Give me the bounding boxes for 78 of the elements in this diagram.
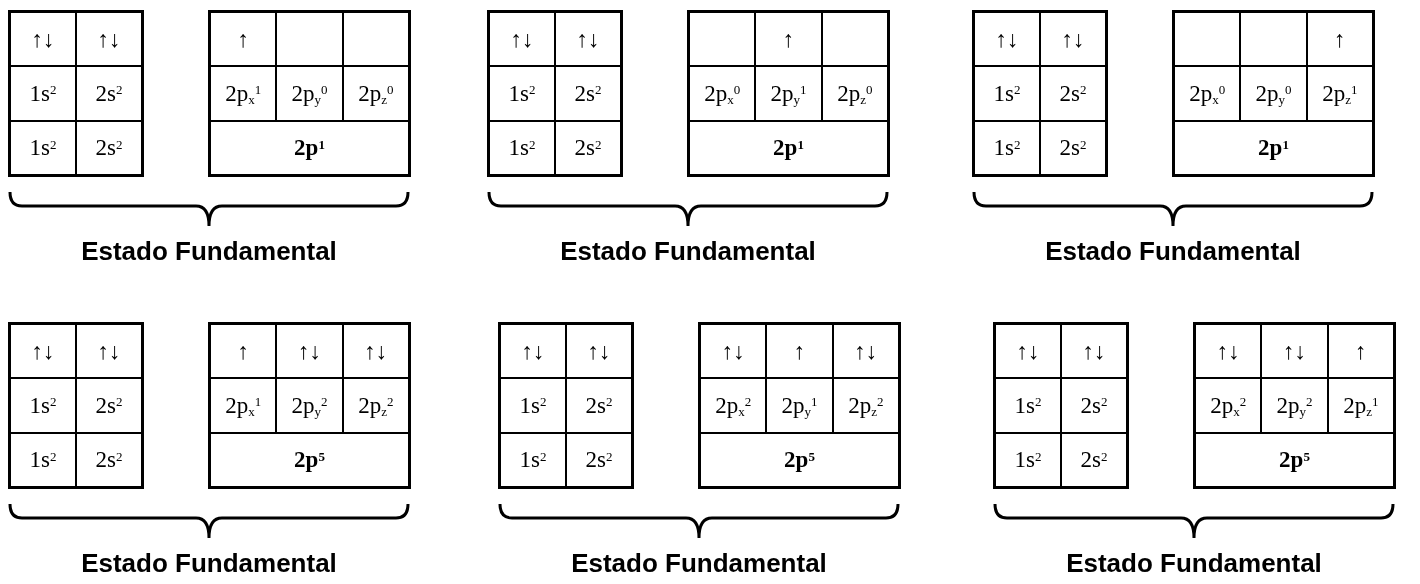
empty-orbital-cell [1174,12,1241,67]
orbital-cell: 2p$^{1}$ [689,120,888,175]
orbital-cell: 2s$^{2}$ [1061,378,1127,433]
orbital-cell: 1s$^{2}$ [974,120,1040,175]
orbital-table [1193,322,1396,489]
orbital-cell: 1s$^{2}$ [974,66,1040,121]
orbital-cell: 1s$^{2}$ [489,66,555,121]
orbital-cell: ↑↓ [76,324,142,379]
orbital-table [208,322,411,489]
orbital-cell: 2p$^{5}$ [210,432,409,487]
orbital-cell: 2s$^{2}$ [1061,432,1127,487]
state-label: Estado Fundamental [80,235,338,268]
orbital-cell: 2p$^{5}$ [1195,432,1394,487]
orbital-cell: ↑ [1306,12,1373,67]
orbital-table [687,10,890,177]
orbital-cell: 1s$^{2}$ [10,120,76,175]
orbital-cell: ↑↓ [10,12,76,67]
orbital-cell: ↑↓ [276,324,343,379]
state-label: Estado Fundamental [1044,235,1302,268]
orbital-cell: ↑↓ [974,12,1040,67]
state-label: Estado Fundamental [559,235,817,268]
orbital-table [8,322,144,489]
empty-orbital-cell [276,12,343,67]
orbital-table [972,10,1108,177]
orbital-table [1172,10,1375,177]
orbital-cell: 1s$^{2}$ [995,378,1061,433]
orbital-cell: 2s$^{2}$ [76,120,142,175]
empty-orbital-cell [342,12,409,67]
orbital-cell: ↑↓ [1261,324,1328,379]
orbital-cell: 2p$^{1}$ [1174,120,1373,175]
empty-orbital-cell [1240,12,1307,67]
orbital-cell: 1s$^{2}$ [10,378,76,433]
orbital-cell: ↑↓ [566,324,632,379]
orbital-cell: ↑↓ [76,12,142,67]
orbital-cell: ↑↓ [700,324,767,379]
orbital-cell: ↑↓ [995,324,1061,379]
orbital-table [487,10,623,177]
orbital-cell: ↑↓ [1195,324,1262,379]
orbital-cell: 1s$^{2}$ [500,432,566,487]
orbital-cell: 2s$^{2}$ [555,66,621,121]
orbital-cell: 1s$^{2}$ [489,120,555,175]
orbital-cell: 2s$^{2}$ [76,66,142,121]
orbital-cell: ↑ [210,12,277,67]
orbital-cell: ↑↓ [489,12,555,67]
orbital-cell: 2s$^{2}$ [566,432,632,487]
orbital-cell: ↑↓ [1061,324,1127,379]
orbital-table [8,10,144,177]
orbital-table [208,10,411,177]
orbital-table [993,322,1129,489]
orbital-cell: 2s$^{2}$ [566,378,632,433]
orbital-cell: ↑↓ [500,324,566,379]
orbital-cell: ↑↓ [1040,12,1106,67]
orbital-cell: 2s$^{2}$ [1040,120,1106,175]
orbital-cell: 2s$^{2}$ [76,432,142,487]
state-label: Estado Fundamental [570,547,828,580]
orbital-table [498,322,634,489]
orbital-cell: 2s$^{2}$ [76,378,142,433]
orbital-cell: ↑ [766,324,833,379]
orbital-cell: 2s$^{2}$ [1040,66,1106,121]
orbital-cell: 1s$^{2}$ [10,432,76,487]
orbital-cell: ↑↓ [342,324,409,379]
state-label: Estado Fundamental [1065,547,1323,580]
orbital-cell: ↑ [1327,324,1394,379]
orbital-cell: ↑↓ [555,12,621,67]
orbital-cell: 2s$^{2}$ [555,120,621,175]
empty-orbital-cell [689,12,756,67]
state-label: Estado Fundamental [80,547,338,580]
orbital-cell: 1s$^{2}$ [10,66,76,121]
orbital-cell: ↑ [755,12,822,67]
orbital-cell: 2p$^{1}$ [210,120,409,175]
orbital-cell: 2p$^{5}$ [700,432,899,487]
orbital-cell: ↑↓ [832,324,899,379]
orbital-cell: ↑ [210,324,277,379]
orbital-cell: 1s$^{2}$ [995,432,1061,487]
empty-orbital-cell [821,12,888,67]
orbital-cell: ↑↓ [10,324,76,379]
orbital-cell: 1s$^{2}$ [500,378,566,433]
orbital-table [698,322,901,489]
